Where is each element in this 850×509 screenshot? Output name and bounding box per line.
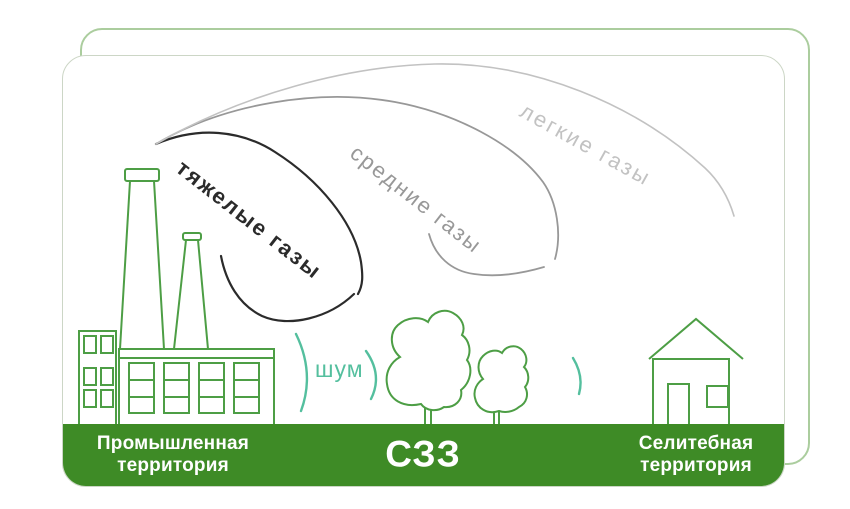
house-door <box>667 383 690 427</box>
house-icon <box>648 317 744 427</box>
short-smokestack <box>172 239 210 350</box>
heavy-gases-arc <box>154 131 364 323</box>
small-tree-icon <box>473 345 530 429</box>
medium-gases-arc <box>155 96 560 277</box>
diagram-artwork <box>78 63 744 429</box>
diagram-card: тяжелые газы средние газы легкие газы шу… <box>62 55 785 487</box>
szz-label: СЗЗ <box>385 433 461 475</box>
zone-band: Промышленная территория СЗЗ Селитебная т… <box>63 424 784 486</box>
factory-icon <box>78 168 275 427</box>
house-roof <box>648 317 744 360</box>
industrial-zone-label: Промышленная территория <box>96 433 250 476</box>
house-window <box>706 385 729 408</box>
noise-arcs <box>294 332 582 413</box>
light-gases-arc <box>155 63 735 217</box>
residential-zone-label: Селитебная территория <box>638 433 754 476</box>
tall-smokestack <box>118 180 166 350</box>
big-tree-icon <box>385 309 472 429</box>
noise-label: шум <box>315 356 364 382</box>
